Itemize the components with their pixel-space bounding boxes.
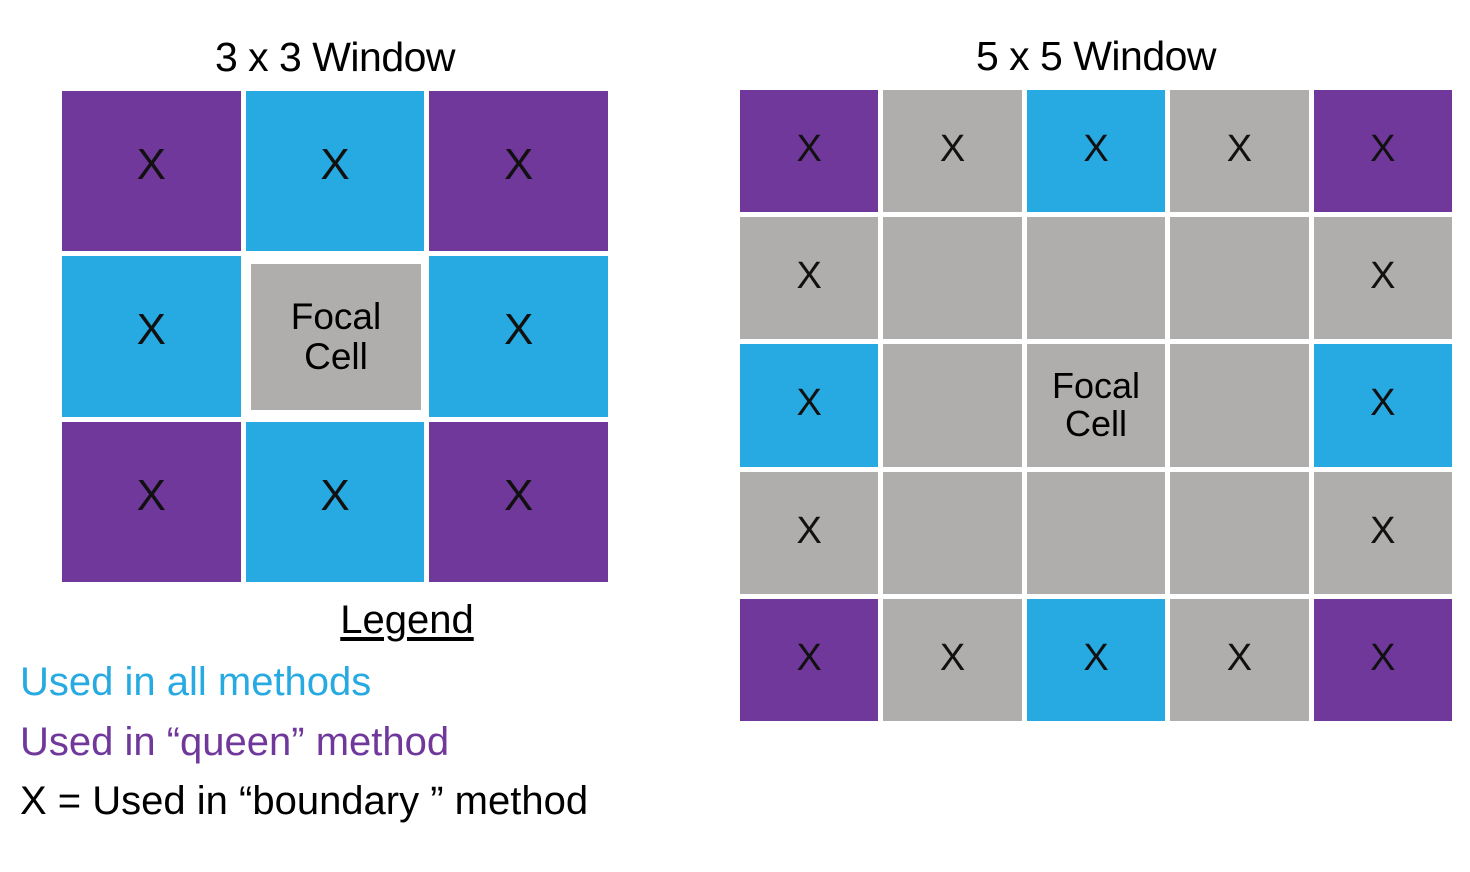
grid-cell-gray-r4c2 — [883, 471, 1022, 594]
grid-cell-gray-r4c1: X — [740, 471, 879, 594]
x-mark-icon: X — [1083, 636, 1109, 679]
grid-cell-gray-r5c4: X — [1170, 598, 1309, 721]
grid-cell-gray-r2c2 — [883, 217, 1022, 340]
x-mark-icon: X — [1226, 128, 1253, 171]
grid-cell-purple-r3c1: X — [62, 421, 241, 582]
grid-cell-purple-r1c1: X — [740, 90, 879, 213]
grid-cell-blue-r3c1: X — [740, 344, 879, 467]
x-mark-icon: X — [796, 128, 822, 171]
x-mark-icon: X — [796, 255, 822, 298]
legend-title: Legend — [340, 598, 474, 642]
grid-cell-gray-r4c3 — [1026, 471, 1166, 594]
x-mark-icon: X — [1370, 636, 1396, 679]
x-mark-icon: X — [136, 470, 166, 520]
grid-cell-gray-r4c5: X — [1313, 471, 1452, 594]
grid-cell-gray-r1c4: X — [1170, 90, 1309, 213]
grid-cell-gray-r2c3 — [1026, 217, 1166, 340]
focal-cell-label-line1: Focal — [290, 296, 382, 338]
grid-cell-blue-r3c2: X — [245, 421, 425, 582]
x-mark-icon: X — [503, 470, 534, 520]
x-mark-icon: X — [796, 509, 822, 552]
x-mark-icon: X — [1370, 128, 1396, 171]
legend-entry-purple: Used in “queen” method — [20, 719, 450, 764]
x-mark-icon: X — [503, 305, 534, 355]
grid-cell-blue-r5c3: X — [1026, 598, 1166, 721]
grid-cell-gray-r4c4 — [1170, 471, 1309, 594]
grid-cell-gray-r2c5: X — [1313, 217, 1452, 340]
x-mark-icon: X — [503, 140, 534, 190]
grid-cell-blue-r2c1: X — [62, 256, 241, 417]
x-mark-icon: X — [1083, 128, 1109, 171]
grid-cell-gray-r3c4 — [1170, 344, 1309, 467]
grid-cell-purple-r1c3: X — [429, 91, 608, 252]
grid-cell-gray-r2c1: X — [740, 217, 879, 340]
grid-cell-blue-r1c3: X — [1026, 90, 1166, 213]
focal-cell-label-line1: Focal — [1051, 364, 1140, 406]
x-mark-icon: X — [1370, 382, 1396, 425]
grid-cell-purple-r1c5: X — [1313, 90, 1452, 213]
x-mark-icon: X — [796, 382, 822, 425]
grid-cell-blue-r3c5: X — [1313, 344, 1452, 467]
x-mark-icon: X — [136, 305, 166, 355]
x-mark-icon: X — [1370, 255, 1396, 298]
focal-cell-label-line2: Cell — [1064, 403, 1127, 445]
grid-cell-gray-r5c2: X — [883, 598, 1022, 721]
grid-cell-purple-r5c1: X — [740, 598, 879, 721]
legend-entry-blue: Used in all methods — [20, 660, 372, 704]
x-mark-icon: X — [320, 140, 350, 190]
grid-cell-purple-r3c3: X — [429, 421, 608, 582]
grid-cell-gray-r1c2: X — [883, 90, 1022, 213]
grid-cell-gray-r3c2 — [883, 344, 1022, 467]
legend-entry-black: X = Used in “boundary ” method — [20, 779, 589, 824]
x-mark-icon: X — [796, 636, 822, 679]
x-mark-icon: X — [939, 636, 966, 679]
grid-cell-purple-r1c1: X — [62, 91, 241, 252]
x-mark-icon: X — [1226, 636, 1253, 679]
x-mark-icon: X — [136, 140, 166, 190]
panel-title-5x5: 5 x 5 Window — [975, 33, 1217, 79]
x-mark-icon: X — [1370, 509, 1396, 552]
focal-cell-label-line2: Cell — [304, 335, 368, 377]
grid-cell-gray-r2c4 — [1170, 217, 1309, 340]
grid-cell-blue-r1c2: X — [245, 91, 425, 252]
grid-cell-blue-r2c3: X — [429, 256, 608, 417]
x-mark-icon: X — [320, 470, 350, 520]
grid-cell-purple-r5c5: X — [1313, 598, 1452, 721]
x-mark-icon: X — [939, 128, 966, 171]
panel-title-3x3: 3 x 3 Window — [214, 34, 456, 80]
